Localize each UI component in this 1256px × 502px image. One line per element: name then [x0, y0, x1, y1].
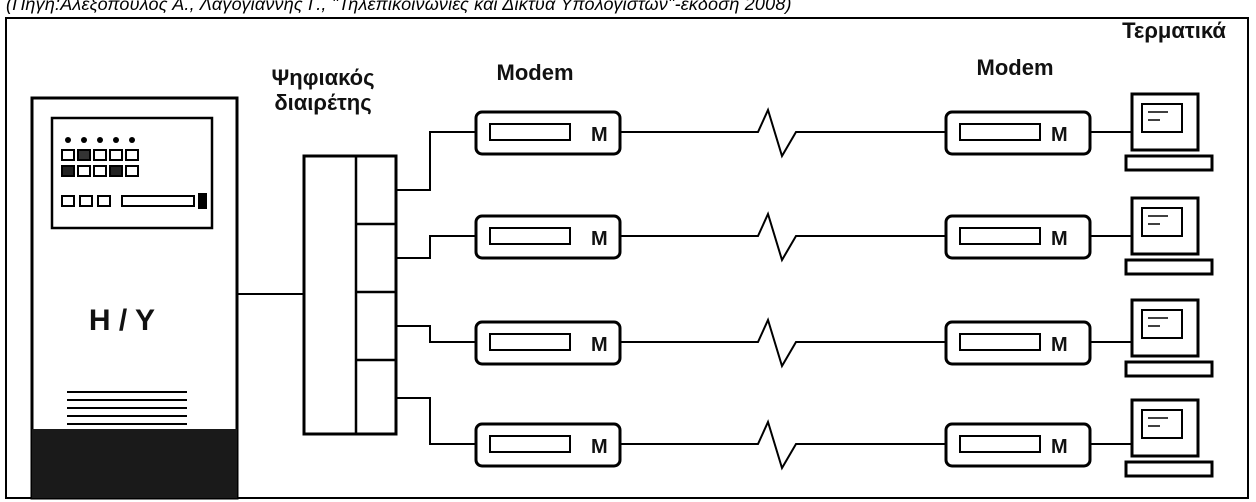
- terminal-icon: [1126, 198, 1212, 274]
- right-modem: M: [946, 424, 1090, 466]
- channel-1: M M: [396, 94, 1212, 190]
- right-modem: M: [946, 112, 1090, 154]
- panel-buttons-row2: [62, 166, 138, 176]
- computer-label: H / Y: [89, 304, 155, 337]
- transmission-line-zigzag: [620, 422, 946, 468]
- modem-letter: M: [591, 228, 608, 250]
- modem-letter: M: [591, 124, 608, 146]
- splitter-body: [304, 156, 396, 434]
- mainframe-computer: H / Y: [32, 98, 237, 498]
- modem-letter: M: [1051, 124, 1068, 146]
- splitter-label-line2: διαιρέτης: [274, 90, 371, 115]
- modem-letter: M: [591, 436, 608, 458]
- modem-label-left: Modem: [497, 60, 574, 85]
- left-modem: M: [476, 112, 620, 154]
- left-modem: M: [476, 424, 620, 466]
- splitter-to-modem-line: [396, 398, 476, 444]
- left-modem: M: [476, 216, 620, 258]
- modem-label-right: Modem: [977, 55, 1054, 80]
- modem-letter: M: [1051, 334, 1068, 356]
- terminal-icon: [1126, 400, 1212, 476]
- channel-4: M M: [396, 398, 1212, 476]
- channel-2: M M: [396, 198, 1212, 274]
- panel-buttons-row3: [62, 194, 206, 208]
- terminal-icon: [1126, 300, 1212, 376]
- splitter-label-line1: Ψηφιακός: [271, 65, 374, 90]
- modem-letter: M: [591, 334, 608, 356]
- left-modem: M: [476, 322, 620, 364]
- right-modem: M: [946, 216, 1090, 258]
- transmission-line-zigzag: [620, 214, 946, 260]
- transmission-line-zigzag: [620, 110, 946, 156]
- splitter-to-modem-line: [396, 236, 476, 258]
- panel-buttons-row1: [62, 150, 138, 160]
- modem-letter: M: [1051, 436, 1068, 458]
- channel-3: M M: [396, 300, 1212, 376]
- terminals-label: Τερματικά: [1122, 18, 1226, 43]
- transmission-line-zigzag: [620, 320, 946, 366]
- splitter-to-modem-line: [396, 326, 476, 342]
- right-modem: M: [946, 322, 1090, 364]
- terminal-icon: [1126, 94, 1212, 170]
- modem-letter: M: [1051, 228, 1068, 250]
- computer-base: [32, 429, 237, 498]
- digital-splitter: [304, 156, 396, 434]
- splitter-to-modem-line: [396, 132, 476, 190]
